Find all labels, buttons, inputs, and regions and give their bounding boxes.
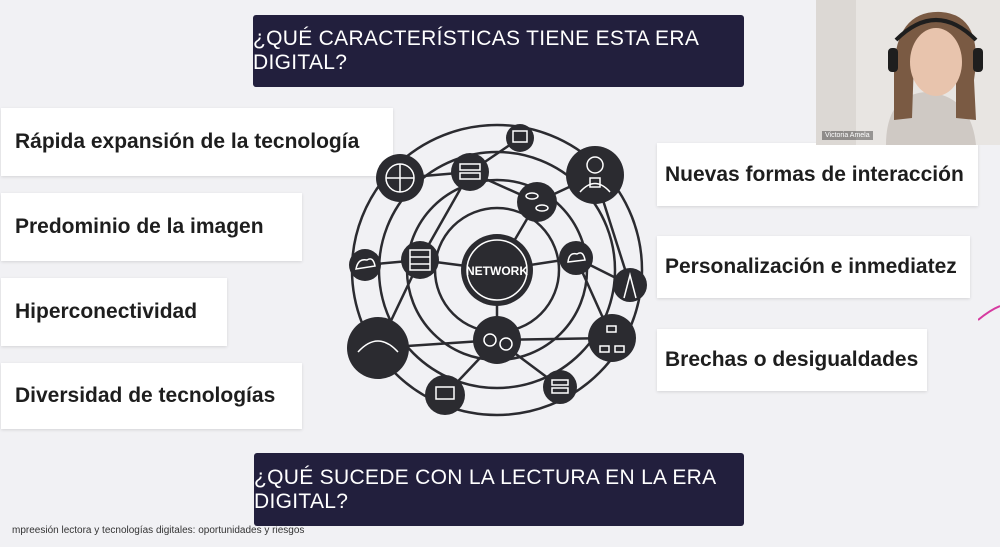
left-item-tech-diversity: Diversidad de tecnologías	[1, 363, 302, 429]
satellite-dish-node-icon	[347, 317, 409, 379]
rack-node-icon	[543, 370, 577, 404]
left-item-hyperconnectivity: Hiperconectividad	[1, 278, 227, 346]
participant-avatar	[816, 0, 1000, 145]
user-lock-node-icon	[566, 146, 624, 204]
database-node-icon	[517, 182, 557, 222]
network-diagram: NETWORK	[347, 123, 647, 417]
cloud-settings-node-icon	[349, 249, 381, 281]
cloud-node-icon	[559, 241, 593, 275]
participant-video[interactable]: Victoria Amela	[816, 0, 1000, 145]
right-item-personalization: Personalización e inmediatez	[657, 236, 970, 298]
firewall-node-icon	[401, 241, 439, 279]
participant-name: Victoria Amela	[822, 131, 873, 140]
laptop-node-icon	[425, 375, 465, 415]
decorative-line	[978, 305, 1000, 321]
network-hub	[461, 234, 533, 306]
left-item-rapid-expansion: Rápida expansión de la tecnología	[1, 108, 393, 176]
right-item-gaps: Brechas o desigualdades	[657, 329, 927, 391]
right-item-new-interaction: Nuevas formas de interacción	[657, 143, 978, 206]
bottom-question-banner: ¿QUÉ SUCEDE CON LA LECTURA EN LA ERA DIG…	[254, 453, 744, 526]
left-item-image-predominance: Predominio de la imagen	[1, 193, 302, 261]
hierarchy-node-icon	[588, 314, 636, 362]
slide-footer: mpreesión lectora y tecnologías digitale…	[12, 525, 305, 536]
server-node-icon	[451, 153, 489, 191]
connection-node-icon	[473, 316, 521, 364]
monitor-node-icon	[506, 124, 534, 152]
top-question-banner: ¿QUÉ CARACTERÍSTICAS TIENE ESTA ERA DIGI…	[253, 15, 744, 87]
antenna-node-icon	[613, 268, 647, 302]
network-label: NETWORK	[466, 264, 528, 278]
